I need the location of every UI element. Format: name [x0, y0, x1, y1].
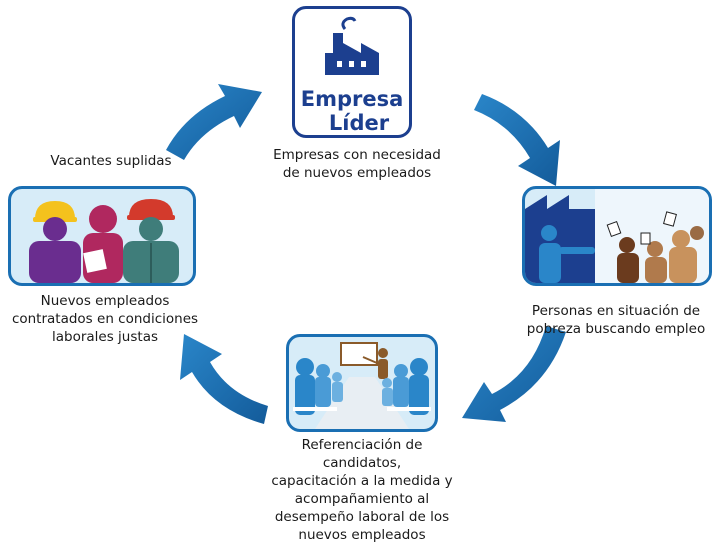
node-workers: Nuevos empleados contratados en condicio…: [0, 186, 210, 356]
right-caption-line1: Personas en situación de: [531, 303, 701, 319]
arrow-top-right: [474, 94, 560, 186]
arrow-bottom-right: [462, 326, 566, 422]
training-classroom-icon: [293, 342, 431, 429]
top-caption-line2: de nuevos empleados: [282, 165, 432, 181]
job-seekers-image: [522, 186, 712, 286]
training-image: [286, 334, 438, 432]
right-caption-line2: pobreza buscando empleo: [526, 321, 706, 337]
vacantes-label: Vacantes suplidas: [50, 153, 172, 169]
node-job-seekers: Personas en situación de pobreza buscand…: [518, 186, 714, 346]
bottom-caption-line2: capacitación a la medida y: [271, 473, 453, 489]
left-caption-line2: contratados en condiciones: [11, 311, 199, 327]
top-caption-line1: Empresas con necesidad: [273, 147, 441, 163]
logo-line2: Líder: [328, 111, 390, 135]
empresa-lider-logo: Empresa Líder: [292, 6, 412, 138]
left-caption-line1: Nuevos empleados: [40, 293, 170, 309]
factory-icon: [325, 16, 379, 75]
workers-icon: [29, 199, 179, 283]
job-seekers-icon: [525, 189, 709, 283]
arrow-bottom-left: [180, 334, 268, 424]
bottom-caption-line4: desempeño laboral de los: [274, 509, 450, 525]
left-caption: Nuevos empleados contratados en condicio…: [0, 292, 210, 346]
node-empresa-lider: Empresa Líder Empresas con necesidad de …: [262, 4, 452, 184]
workers-image: [8, 186, 196, 286]
bottom-caption: Referenciación de candidatos, capacitaci…: [262, 436, 462, 544]
node-training: Referenciación de candidatos, capacitaci…: [262, 334, 462, 543]
left-caption-line3: laborales justas: [52, 329, 158, 345]
cycle-arrows: [166, 84, 566, 424]
logo-line1: Empresa: [300, 87, 404, 111]
arrow-top-left: [166, 84, 262, 160]
right-caption: Personas en situación de pobreza buscand…: [518, 302, 714, 338]
bottom-caption-line1: Referenciación de candidatos,: [301, 437, 423, 471]
bottom-caption-line3: acompañamiento al: [294, 491, 430, 507]
bottom-caption-line5: nuevos empleados: [298, 527, 426, 543]
top-caption: Empresas con necesidad de nuevos emplead…: [262, 146, 452, 182]
